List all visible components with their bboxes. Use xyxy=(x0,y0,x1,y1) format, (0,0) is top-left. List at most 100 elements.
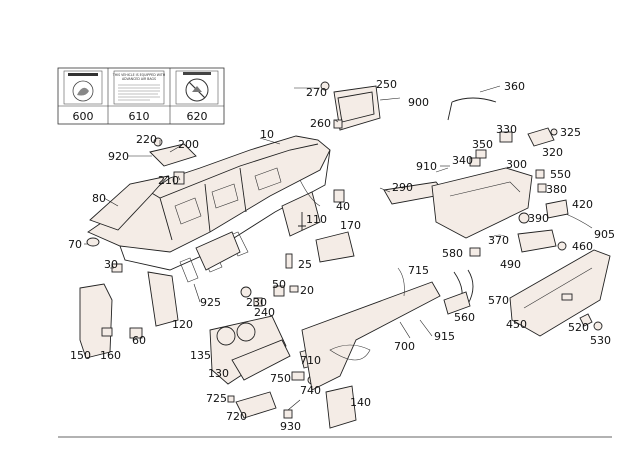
part-550 xyxy=(535,169,545,179)
callout-30: 30 xyxy=(104,258,118,271)
dashboard-carrier xyxy=(87,135,331,327)
trim-strip-700 xyxy=(301,281,441,391)
part-750 xyxy=(291,371,305,381)
callout-330: 330 xyxy=(496,123,517,136)
clip-70 xyxy=(86,237,100,247)
callout-380: 380 xyxy=(546,183,567,196)
bracket-40 xyxy=(333,189,345,203)
wire-715 xyxy=(397,267,405,297)
callout-930: 930 xyxy=(280,420,301,433)
callout-40: 40 xyxy=(336,200,350,213)
screw-325 xyxy=(550,128,558,136)
callout-420: 420 xyxy=(572,198,593,211)
clip-930 xyxy=(283,409,293,419)
glovebox-lid-450 xyxy=(509,249,611,337)
callout-25: 25 xyxy=(298,258,312,271)
callout-250: 250 xyxy=(376,78,397,91)
screw-270 xyxy=(320,81,330,91)
bolt-110 xyxy=(298,212,306,230)
screw-460 xyxy=(557,241,567,251)
callout-920: 920 xyxy=(108,150,129,163)
cable-905 xyxy=(565,213,593,229)
callout-905: 905 xyxy=(594,228,615,241)
callout-710: 710 xyxy=(300,354,321,367)
callout-700: 700 xyxy=(394,340,415,353)
clip-370 xyxy=(489,234,509,239)
speaker-grille-200 xyxy=(149,143,197,167)
clip-910 xyxy=(435,167,449,173)
knob-230 xyxy=(240,286,252,298)
callout-130: 130 xyxy=(208,367,229,380)
callout-520: 520 xyxy=(568,321,589,334)
callout-160: 160 xyxy=(100,349,121,362)
callout-260: 260 xyxy=(310,117,331,130)
glovebox-housing-300 xyxy=(431,167,533,239)
cable-360 xyxy=(447,97,497,121)
callout-120: 120 xyxy=(172,318,193,331)
callout-50: 50 xyxy=(272,278,286,291)
callout-20: 20 xyxy=(300,284,314,297)
clip-160 xyxy=(101,327,113,337)
label-600: 600 xyxy=(73,110,94,123)
bolt-520 xyxy=(579,313,593,327)
callout-80: 80 xyxy=(92,192,106,205)
callout-560: 560 xyxy=(454,311,475,324)
bracket-560 xyxy=(443,291,471,315)
part-340 xyxy=(469,157,481,167)
callout-750: 750 xyxy=(270,372,291,385)
callout-550: 550 xyxy=(550,168,571,181)
callout-360: 360 xyxy=(504,80,525,93)
part-350 xyxy=(475,149,487,159)
callout-350: 350 xyxy=(472,138,493,151)
callout-150: 150 xyxy=(70,349,91,362)
notice-line-1: THIS VEHICLE IS EQUIPPED WITH xyxy=(112,73,166,77)
callout-10: 10 xyxy=(260,128,274,141)
plug-530 xyxy=(593,321,603,331)
callout-135: 135 xyxy=(190,349,211,362)
airbag-warning-label-icon xyxy=(63,70,103,105)
callout-70: 70 xyxy=(68,238,82,251)
child-seat-warning-icon xyxy=(175,70,219,105)
callout-270: 270 xyxy=(306,86,327,99)
label-620: 620 xyxy=(187,110,208,123)
callout-170: 170 xyxy=(340,219,361,232)
callout-720: 720 xyxy=(226,410,247,423)
part-25 xyxy=(285,253,293,269)
callout-300: 300 xyxy=(506,158,527,171)
part-330 xyxy=(499,131,513,143)
callout-530: 530 xyxy=(590,334,611,347)
part-390 xyxy=(518,212,530,224)
notice-line-2: ADVANCED AIR BAGS xyxy=(122,77,156,81)
advanced-airbag-notice-icon: THIS VEHICLE IS EQUIPPED WITH ADVANCED A… xyxy=(112,70,166,105)
callout-140: 140 xyxy=(350,396,371,409)
display-250 xyxy=(333,85,381,131)
latch-490 xyxy=(517,229,557,253)
callout-915: 915 xyxy=(434,330,455,343)
callout-725: 725 xyxy=(206,392,227,405)
label-610: 610 xyxy=(129,110,150,123)
part-580 xyxy=(469,247,481,257)
callout-240: 240 xyxy=(254,306,275,319)
callout-715: 715 xyxy=(408,264,429,277)
part-420 xyxy=(545,199,569,219)
part-50 xyxy=(273,285,285,297)
label-panel-group: THIS VEHICLE IS EQUIPPED WITH ADVANCED A… xyxy=(57,67,225,125)
callout-325: 325 xyxy=(560,126,581,139)
callout-210: 210 xyxy=(158,174,179,187)
callout-580: 580 xyxy=(442,247,463,260)
callout-230: 230 xyxy=(246,296,267,309)
callout-labels: 10 200 220 920 210 80 70 30 150 160 60 1… xyxy=(68,78,615,433)
side-cover-150 xyxy=(79,283,113,359)
callout-290: 290 xyxy=(392,181,413,194)
callout-460: 460 xyxy=(572,240,593,253)
callout-910: 910 xyxy=(416,160,437,173)
callout-740: 740 xyxy=(300,384,321,397)
instrument-cluster-130 xyxy=(209,315,291,385)
callout-370: 370 xyxy=(488,234,509,247)
callout-570: 570 xyxy=(488,294,509,307)
callout-390: 390 xyxy=(528,212,549,225)
callout-220: 220 xyxy=(136,133,157,146)
callout-490: 490 xyxy=(500,258,521,271)
callout-60: 60 xyxy=(132,334,146,347)
